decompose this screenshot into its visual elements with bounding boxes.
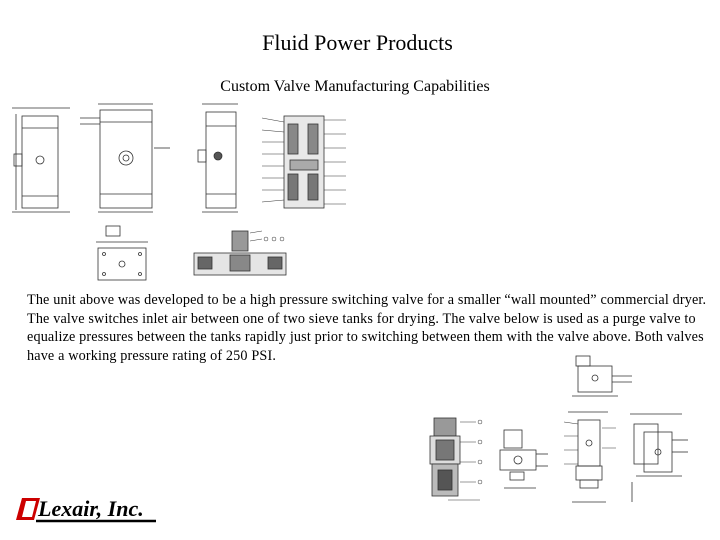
purge-valve-end-view [626,410,696,506]
valve-description: The unit above was developed to be a hig… [27,292,707,364]
switching-valve-side-view [78,98,173,218]
purge-valve-side-view [558,408,622,508]
logo-text: Lexair, Inc. [37,496,144,521]
switching-valve-end-view [188,98,248,218]
page-subtitle: Custom Valve Manufacturing Capabilities [220,78,490,95]
purge-valve-solenoid-view [562,352,637,402]
lexair-logo: Lexair, Inc. [16,494,164,529]
purge-valve-section-view [420,412,498,504]
switching-valve-section-view [258,110,353,215]
switching-valve-top-view [92,222,152,284]
switching-valve-front-view [10,98,72,218]
switching-valve-bottom-section [190,225,300,281]
purge-valve-front-view [496,414,554,504]
page-title: Fluid Power Products [262,30,453,55]
